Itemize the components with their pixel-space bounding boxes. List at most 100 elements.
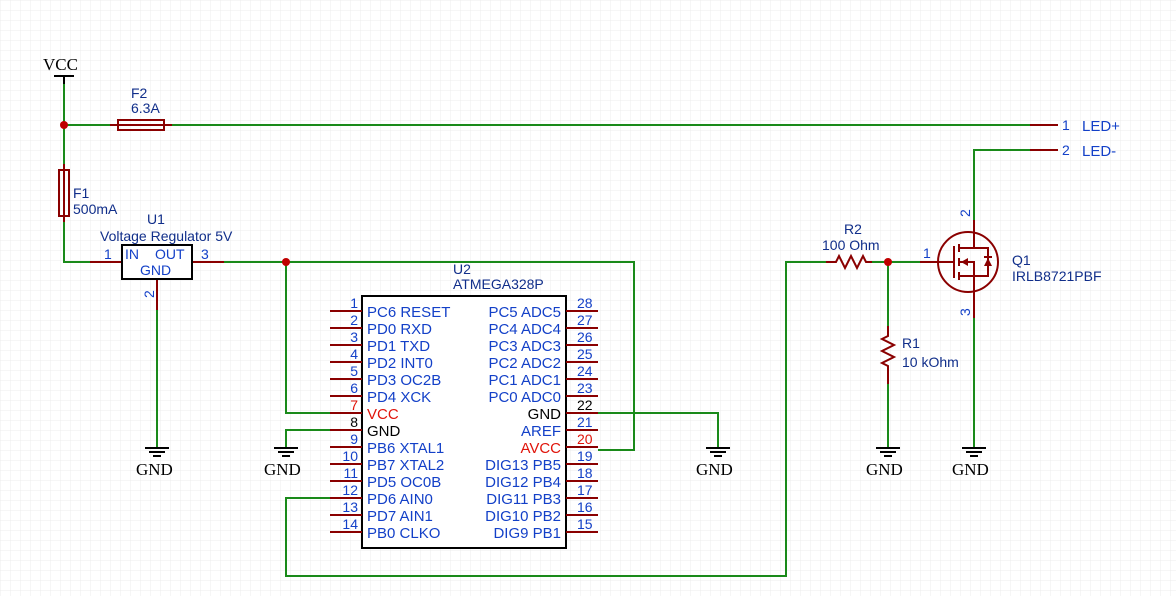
u2-pin-number: 4 (350, 346, 358, 362)
junction-vcc (60, 121, 68, 129)
u2-pin-label: PD6 AIN0 (367, 491, 433, 508)
q1-drain-num: 2 (957, 209, 973, 217)
gnd-label: GND (952, 460, 989, 479)
u2-pin-label: PC1 ADC1 (488, 372, 561, 389)
gnd-symbol-u1[interactable]: GND (136, 447, 173, 479)
u1-pin-out-label: OUT (155, 246, 185, 262)
fuse-value: 6.3A (131, 100, 160, 116)
led-connector[interactable]: 1 LED+ 2 LED- (1030, 117, 1120, 160)
u2-pin-number: 7 (350, 397, 358, 413)
u2-pin-number: 24 (577, 363, 593, 379)
u2-pin-label: DIG13 PB5 (485, 457, 561, 474)
u2-pin-number: 2 (350, 312, 358, 328)
resistor-r2[interactable]: R2 100 Ohm (822, 221, 880, 271)
r1-ref: R1 (902, 335, 920, 351)
q1-diode-triangle (984, 258, 992, 266)
u1-pin-in-num: 1 (104, 246, 112, 262)
u2-pin-label: PD5 OC0B (367, 474, 441, 491)
u2-pin-number: 28 (577, 295, 593, 311)
u2-pin-label: PC6 RESET (367, 304, 450, 321)
u2-pin-label: PC4 ADC4 (488, 321, 561, 338)
junction-gate (884, 258, 892, 266)
u2-pin-number: 12 (342, 482, 358, 498)
gnd-symbol-r1[interactable]: GND (866, 447, 903, 479)
u2-pin-label: PC3 ADC3 (488, 338, 561, 355)
u2-pin-label: DIG10 PB2 (485, 508, 561, 525)
r2-value: 100 Ohm (822, 237, 880, 253)
mosfet-q1[interactable]: Q1 IRLB8721PBF 1 2 3 (920, 209, 1102, 318)
wire-u1-out (222, 261, 635, 451)
r2-zigzag (826, 253, 872, 271)
q1-value: IRLB8721PBF (1012, 268, 1102, 284)
u2-pin-label: PD3 OC2B (367, 372, 441, 389)
u2-pin-number: 13 (342, 499, 358, 515)
u2-pin-number: 15 (577, 516, 593, 532)
u2-pin-number: 22 (577, 397, 593, 413)
u2-pin-label: PB7 XTAL2 (367, 457, 444, 474)
u2-pin-number: 6 (350, 380, 358, 396)
u2-pin-label: PD4 XCK (367, 389, 431, 406)
u2-pin-number: 26 (577, 329, 593, 345)
wire-q1-drain (973, 149, 1030, 228)
u2-pin-label: PC5 ADC5 (488, 304, 561, 321)
gnd-symbol-pin22[interactable]: GND (696, 447, 733, 479)
conn-pin1-label: LED+ (1082, 118, 1120, 135)
conn-pin1-num: 1 (1062, 117, 1070, 133)
r1-zigzag (879, 326, 897, 384)
vcc-label: VCC (43, 55, 78, 74)
u2-pin-number: 27 (577, 312, 593, 328)
u2-pin-number: 20 (577, 431, 593, 447)
u1-pin-gnd-num: 2 (141, 290, 157, 298)
u2-pin-label: PC2 ADC2 (488, 355, 561, 372)
u2-pin-label: PB6 XTAL1 (367, 440, 444, 457)
fuse-ref: F1 (73, 185, 90, 201)
fuse-f2[interactable]: F2 6.3A (110, 85, 172, 131)
u2-pin-number: 3 (350, 329, 358, 345)
u2-pin-label: AREF (521, 423, 561, 440)
wire-5v-vcc-pin (285, 262, 330, 414)
gnd-label: GND (136, 460, 173, 479)
u2-pin-number: 18 (577, 465, 593, 481)
u2-pin-label: PC0 ADC0 (488, 389, 561, 406)
u2-pin-number: 16 (577, 499, 593, 515)
gnd-symbol-q1[interactable]: GND (952, 447, 989, 479)
q1-ref: Q1 (1012, 252, 1031, 268)
u1-value: Voltage Regulator 5V (100, 228, 233, 244)
vcc-symbol[interactable]: VCC (43, 55, 78, 84)
u1-body (121, 244, 193, 280)
u2-pin-number: 14 (342, 516, 358, 532)
wire-pin22-gnd (598, 412, 719, 448)
resistor-r1[interactable]: R1 10 kOhm (879, 326, 959, 384)
regulator-u1[interactable]: U1 Voltage Regulator 5V IN OUT GND 1 3 2 (90, 211, 233, 310)
u2-body (361, 295, 567, 549)
u1-pin-out-num: 3 (201, 246, 209, 262)
u2-pin-number: 23 (577, 380, 593, 396)
wire-pin12-r2 (285, 261, 826, 577)
u2-pin-number: 19 (577, 448, 593, 464)
u2-pin-number: 1 (350, 295, 358, 311)
fuse-f1[interactable]: F1 500mA (58, 164, 118, 222)
gnd-label: GND (866, 460, 903, 479)
u2-pin-label: AVCC (520, 440, 561, 457)
u2-pin-label: PD2 INT0 (367, 355, 433, 372)
u2-pin-number: 9 (350, 431, 358, 447)
u2-pin-number: 8 (350, 414, 358, 430)
u2-pin-label: PD1 TXD (367, 338, 430, 355)
q1-source-num: 3 (957, 308, 973, 316)
r1-value: 10 kOhm (902, 354, 959, 370)
u2-pin-number: 17 (577, 482, 593, 498)
wire-pin8-gnd (285, 429, 330, 448)
fuse-value: 500mA (73, 201, 118, 217)
u1-ref: U1 (147, 211, 165, 227)
gnd-symbol-pin8[interactable]: GND (264, 447, 301, 479)
u2-pin-number: 11 (343, 465, 358, 481)
u2-pin-label: GND (528, 406, 562, 423)
junction-5v (282, 258, 290, 266)
u1-pin-gnd-label: GND (140, 262, 171, 278)
u2-pin-label: PD0 RXD (367, 321, 432, 338)
